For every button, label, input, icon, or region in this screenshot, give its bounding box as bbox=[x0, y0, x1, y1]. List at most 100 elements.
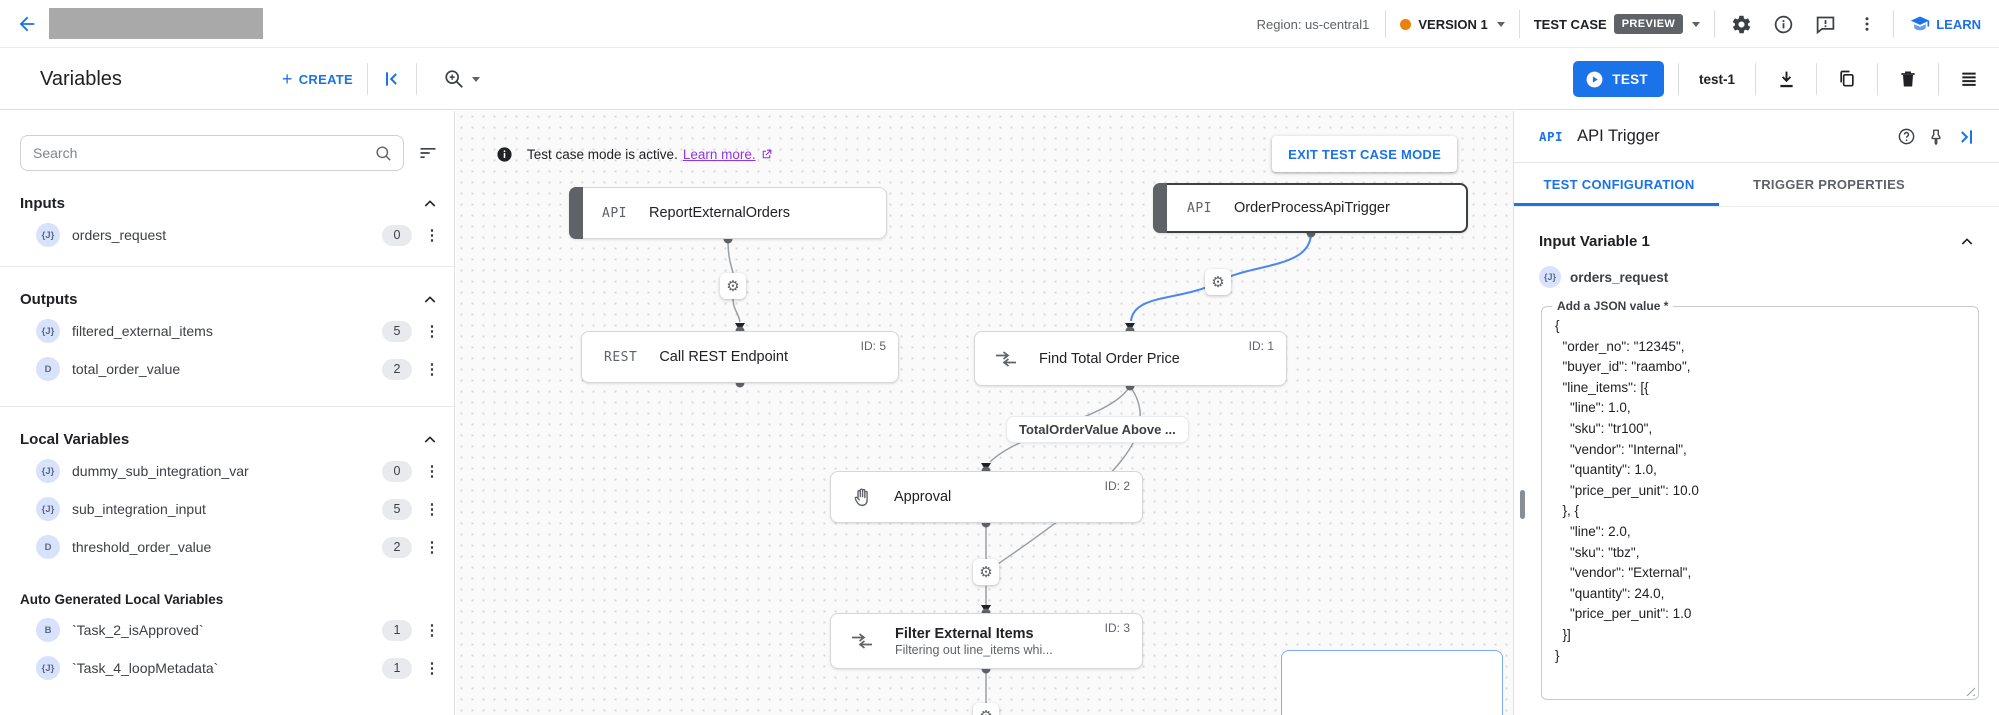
redacted-integration-title bbox=[49, 8, 263, 39]
more-vert-icon[interactable]: ⋮ bbox=[424, 322, 440, 340]
variable-name: threshold_order_value bbox=[72, 539, 212, 555]
list-icon bbox=[1959, 69, 1979, 89]
chevron-up-icon bbox=[422, 292, 438, 308]
test-button[interactable]: TEST bbox=[1573, 61, 1664, 97]
test-button-label: TEST bbox=[1612, 71, 1648, 87]
sort-icon bbox=[418, 143, 438, 163]
variable-row[interactable]: B `Task_2_isApproved` 1 ⋮ bbox=[36, 615, 440, 645]
input-variable-section-header[interactable]: Input Variable 1 bbox=[1539, 233, 1975, 250]
chevron-down-icon bbox=[472, 76, 481, 82]
json-value-textarea[interactable]: { "order_no": "12345", "buyer_id": "raam… bbox=[1542, 307, 1978, 699]
data-mapping-icon bbox=[995, 350, 1017, 367]
node-title: Approval bbox=[894, 489, 952, 505]
divider bbox=[0, 406, 454, 407]
tab-trigger-properties[interactable]: TRIGGER PROPERTIES bbox=[1752, 177, 1906, 192]
node-report-external-orders[interactable]: API ReportExternalOrders bbox=[569, 187, 887, 239]
copy-button[interactable] bbox=[1831, 63, 1863, 95]
create-variable-button[interactable]: + CREATE bbox=[282, 70, 353, 88]
more-vert-icon[interactable]: ⋮ bbox=[424, 462, 440, 480]
region-label: Region: us-central1 bbox=[1256, 16, 1370, 32]
edge-gear-icon[interactable]: ⚙ bbox=[973, 559, 999, 585]
integration-canvas[interactable]: Test case mode is active. Learn more. EX… bbox=[456, 111, 1513, 715]
section-header-outputs[interactable]: Outputs bbox=[20, 291, 438, 308]
collapse-sidebar-button[interactable] bbox=[382, 69, 402, 89]
version-selector[interactable]: VERSION 1 bbox=[1396, 17, 1508, 32]
canvas-scrollbar-thumb[interactable] bbox=[1520, 490, 1525, 519]
more-options-button[interactable] bbox=[1851, 8, 1883, 40]
edge-gear-icon[interactable]: ⚙ bbox=[720, 273, 746, 299]
settings-button[interactable] bbox=[1725, 8, 1757, 40]
section-title: Input Variable 1 bbox=[1539, 233, 1650, 250]
edge-condition-label[interactable]: TotalOrderValue Above ... bbox=[1006, 416, 1189, 443]
learn-more-link[interactable]: Learn more. bbox=[682, 146, 756, 162]
rest-chip: REST bbox=[604, 349, 638, 365]
variable-row[interactable]: D threshold_order_value 2 ⋮ bbox=[36, 532, 440, 562]
section-header-inputs[interactable]: Inputs bbox=[20, 195, 438, 212]
tab-test-configuration[interactable]: TEST CONFIGURATION bbox=[1543, 177, 1695, 192]
more-vert-icon[interactable]: ⋮ bbox=[424, 538, 440, 556]
node-find-total-order-price[interactable]: Find Total Order Price ID: 1 bbox=[974, 331, 1287, 386]
more-vert-icon[interactable]: ⋮ bbox=[424, 226, 440, 244]
variable-row[interactable]: {J} orders_request 0 ⋮ bbox=[36, 220, 440, 250]
banner-message: Test case mode is active. bbox=[527, 146, 678, 162]
zoom-control[interactable] bbox=[443, 68, 481, 90]
edge-gear-icon[interactable]: ⚙ bbox=[1205, 269, 1231, 295]
node-approval[interactable]: Approval ID: 2 bbox=[830, 471, 1143, 523]
test-case-name[interactable]: test-1 bbox=[1698, 71, 1735, 87]
external-link-icon bbox=[760, 148, 773, 161]
panel-variable-row: {J} orders_request bbox=[1539, 266, 1999, 288]
node-subtitle: Filtering out line_items whi... bbox=[895, 642, 1053, 657]
new-node-placeholder[interactable] bbox=[1281, 650, 1503, 715]
variable-row[interactable]: {J} sub_integration_input 5 ⋮ bbox=[36, 494, 440, 524]
node-filter-external-items[interactable]: Filter External Items Filtering out line… bbox=[830, 613, 1143, 669]
variable-name: orders_request bbox=[72, 227, 167, 243]
exit-test-case-mode-button[interactable]: EXIT TEST CASE MODE bbox=[1272, 136, 1457, 172]
collapse-panel-button[interactable] bbox=[1951, 122, 1981, 152]
more-vert-icon[interactable]: ⋮ bbox=[424, 500, 440, 518]
node-order-process-api-trigger[interactable]: API OrderProcessApiTrigger bbox=[1153, 183, 1468, 233]
node-id: ID: 1 bbox=[1248, 339, 1274, 353]
edge-gear-icon[interactable]: ⚙ bbox=[973, 703, 999, 715]
more-vert-icon[interactable]: ⋮ bbox=[424, 360, 440, 378]
divider bbox=[1893, 10, 1895, 38]
section-header-local-variables[interactable]: Local Variables bbox=[20, 431, 438, 448]
variable-row[interactable]: {J} filtered_external_items 5 ⋮ bbox=[36, 316, 440, 346]
back-button[interactable] bbox=[16, 13, 38, 35]
back-arrow-icon bbox=[16, 13, 38, 35]
download-button[interactable] bbox=[1770, 63, 1802, 95]
variable-row[interactable]: D total_order_value 2 ⋮ bbox=[36, 354, 440, 384]
resize-handle-icon[interactable] bbox=[1964, 685, 1975, 696]
variable-row[interactable]: {J} `Task_4_loopMetadata` 1 ⋮ bbox=[36, 653, 440, 683]
zoom-in-icon bbox=[443, 68, 465, 90]
help-button[interactable] bbox=[1891, 122, 1921, 152]
json-type-icon: {J} bbox=[36, 497, 60, 521]
learn-label: LEARN bbox=[1936, 16, 1981, 32]
variable-row[interactable]: {J} dummy_sub_integration_var 0 ⋮ bbox=[36, 456, 440, 486]
feedback-button[interactable] bbox=[1809, 8, 1841, 40]
log-list-button[interactable] bbox=[1953, 63, 1985, 95]
test-case-selector[interactable]: TEST CASE PREVIEW bbox=[1530, 14, 1705, 34]
section-title: Auto Generated Local Variables bbox=[20, 592, 224, 607]
version-status-dot bbox=[1400, 18, 1412, 30]
more-vert-icon[interactable]: ⋮ bbox=[424, 621, 440, 639]
info-button[interactable] bbox=[1767, 8, 1799, 40]
play-circle-icon bbox=[1585, 70, 1604, 89]
divider bbox=[1755, 63, 1756, 95]
section-header-auto-generated[interactable]: Auto Generated Local Variables bbox=[20, 592, 438, 607]
preview-badge: PREVIEW bbox=[1613, 14, 1684, 34]
search-input[interactable] bbox=[33, 145, 374, 161]
chevron-down-icon bbox=[1692, 21, 1701, 27]
node-call-rest-endpoint[interactable]: REST Call REST Endpoint ID: 5 bbox=[581, 331, 899, 383]
info-filled-icon bbox=[496, 146, 513, 163]
learn-button[interactable]: LEARN bbox=[1904, 14, 1987, 34]
sort-variables-button[interactable] bbox=[414, 139, 442, 167]
delete-button[interactable] bbox=[1892, 63, 1924, 95]
search-box[interactable] bbox=[20, 135, 404, 171]
more-vert-icon[interactable]: ⋮ bbox=[424, 659, 440, 677]
node-title: Filter External Items bbox=[895, 625, 1034, 642]
divider bbox=[416, 63, 418, 95]
json-value-field: Add a JSON value * { "order_no": "12345"… bbox=[1541, 299, 1979, 700]
divider bbox=[1816, 63, 1817, 95]
pin-panel-button[interactable] bbox=[1921, 122, 1951, 152]
